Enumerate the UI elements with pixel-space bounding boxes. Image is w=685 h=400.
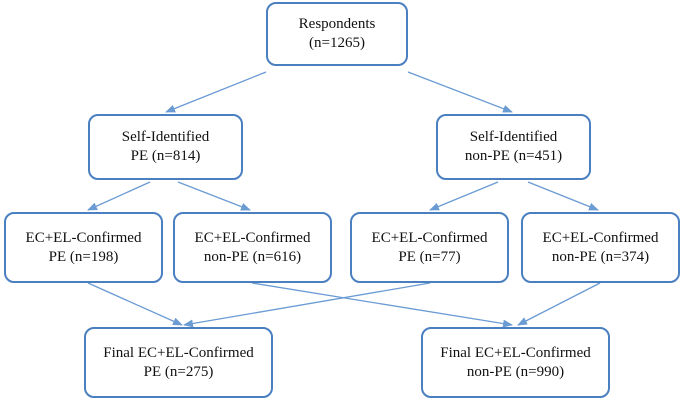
node-final-confirmed-pe-label: Final EC+EL-Confirmed [103,344,254,361]
node-self-identified-pe-label: Self-Identified [121,129,210,145]
arrow-confirmed-non-pe-to-final-non-pe [251,282,513,328]
node-respondents: Respondents (n=1265) [266,2,408,66]
node-respondents-count: (n=1265) [309,35,365,51]
node-confirmed-pe-198: EC+EL-Confirmed PE (n=198) [4,212,163,283]
arrow-confirmed-pe-to-final-pe [87,282,183,326]
node-self-identified-non-pe-label: Self-Identified [469,129,558,145]
node-confirmed-pe-77-label: EC+EL-Confirmed [371,229,488,246]
node-final-confirmed-non-pe-count: non-PE (n=990) [466,363,565,380]
arrow-respondents-to-self-non-pe [407,71,513,113]
arrow-self-pe-to-confirmed-pe [87,181,151,211]
arrow-confirmed-pe77-to-final-pe [183,282,431,328]
node-confirmed-non-pe-374: EC+EL-Confirmed non-PE (n=374) [521,212,680,283]
node-respondents-label: Respondents [298,16,376,32]
node-confirmed-non-pe-374-label: EC+EL-Confirmed [542,229,659,246]
node-confirmed-pe-198-count: PE (n=198) [48,248,119,265]
node-final-confirmed-pe-count: PE (n=275) [143,363,214,380]
node-confirmed-non-pe-616-count: non-PE (n=616) [203,248,302,265]
arrow-self-non-pe-to-confirmed-pe [429,181,499,211]
node-confirmed-non-pe-616-label: EC+EL-Confirmed [194,229,311,246]
node-final-confirmed-non-pe-label: Final EC+EL-Confirmed [440,344,591,361]
node-final-confirmed-pe: Final EC+EL-Confirmed PE (n=275) [84,327,273,398]
node-self-identified-non-pe: Self-Identified non-PE (n=451) [436,114,591,180]
node-confirmed-pe-77-count: PE (n=77) [398,248,461,265]
node-final-confirmed-non-pe: Final EC+EL-Confirmed non-PE (n=990) [421,327,610,398]
node-confirmed-pe-198-label: EC+EL-Confirmed [25,229,142,246]
arrow-respondents-to-self-pe [165,71,267,113]
node-self-identified-pe: Self-Identified PE (n=814) [88,114,243,180]
node-confirmed-pe-77: EC+EL-Confirmed PE (n=77) [350,212,509,283]
node-confirmed-non-pe-374-count: non-PE (n=374) [551,248,650,265]
arrow-confirmed-non-pe374-to-final-non-pe [517,282,601,326]
node-self-identified-pe-count: PE (n=814) [130,148,201,164]
arrow-self-pe-to-confirmed-non-pe [177,181,251,211]
node-confirmed-non-pe-616: EC+EL-Confirmed non-PE (n=616) [173,212,332,283]
arrow-self-non-pe-to-confirmed-non-pe [527,181,599,211]
node-self-identified-non-pe-count: non-PE (n=451) [464,148,563,164]
